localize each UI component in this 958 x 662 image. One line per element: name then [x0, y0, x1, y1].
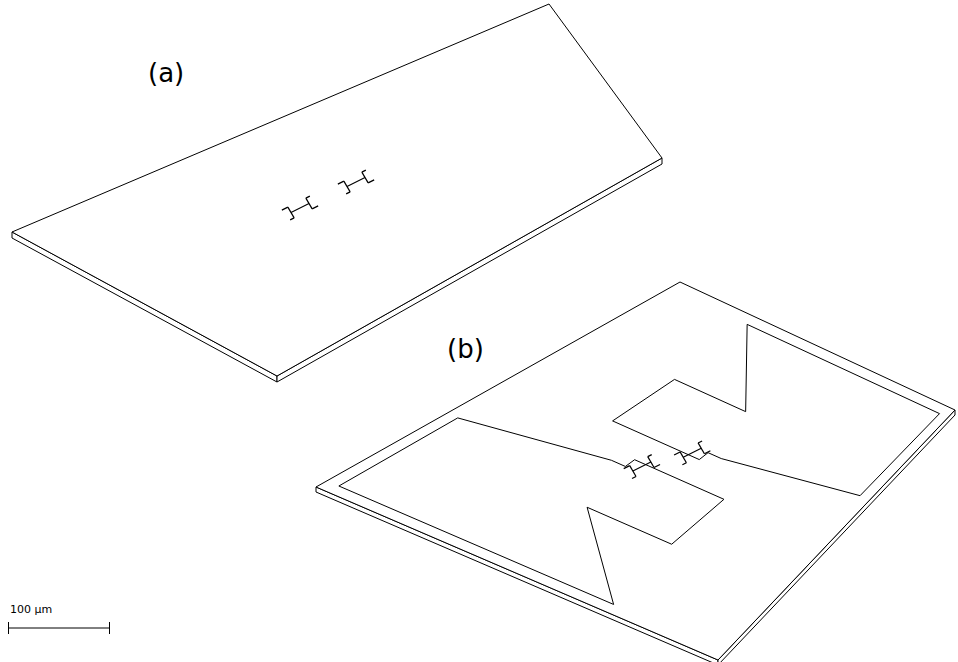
h-structure	[346, 192, 350, 194]
scale-label: 100 µm	[10, 604, 52, 615]
panel-label: (b)	[447, 336, 484, 362]
h-structure	[291, 204, 309, 213]
h-structure	[338, 181, 344, 184]
h-structure	[290, 218, 294, 220]
electrode-pad	[339, 418, 724, 605]
h-structure	[682, 463, 686, 465]
panel-label: (a)	[148, 60, 184, 86]
h-structure	[654, 464, 660, 467]
h-structure	[306, 196, 310, 198]
h-structure	[674, 452, 680, 455]
h-structure	[648, 455, 652, 457]
slab-top	[316, 282, 955, 660]
h-structure	[282, 207, 288, 210]
h-structure	[347, 178, 365, 187]
h-structure	[632, 476, 636, 478]
h-structure	[624, 466, 630, 469]
h-structure	[633, 462, 651, 471]
slab-top	[12, 4, 662, 376]
plain-substrate	[12, 4, 662, 382]
h-structure	[698, 441, 702, 443]
h-structure	[362, 170, 366, 172]
h-structure	[368, 180, 374, 183]
scale-bar	[8, 622, 110, 634]
h-structure	[683, 448, 701, 457]
h-structure	[312, 206, 318, 209]
electrode-pad	[613, 324, 940, 495]
electrode-substrate	[316, 282, 955, 662]
h-structure	[704, 451, 710, 454]
